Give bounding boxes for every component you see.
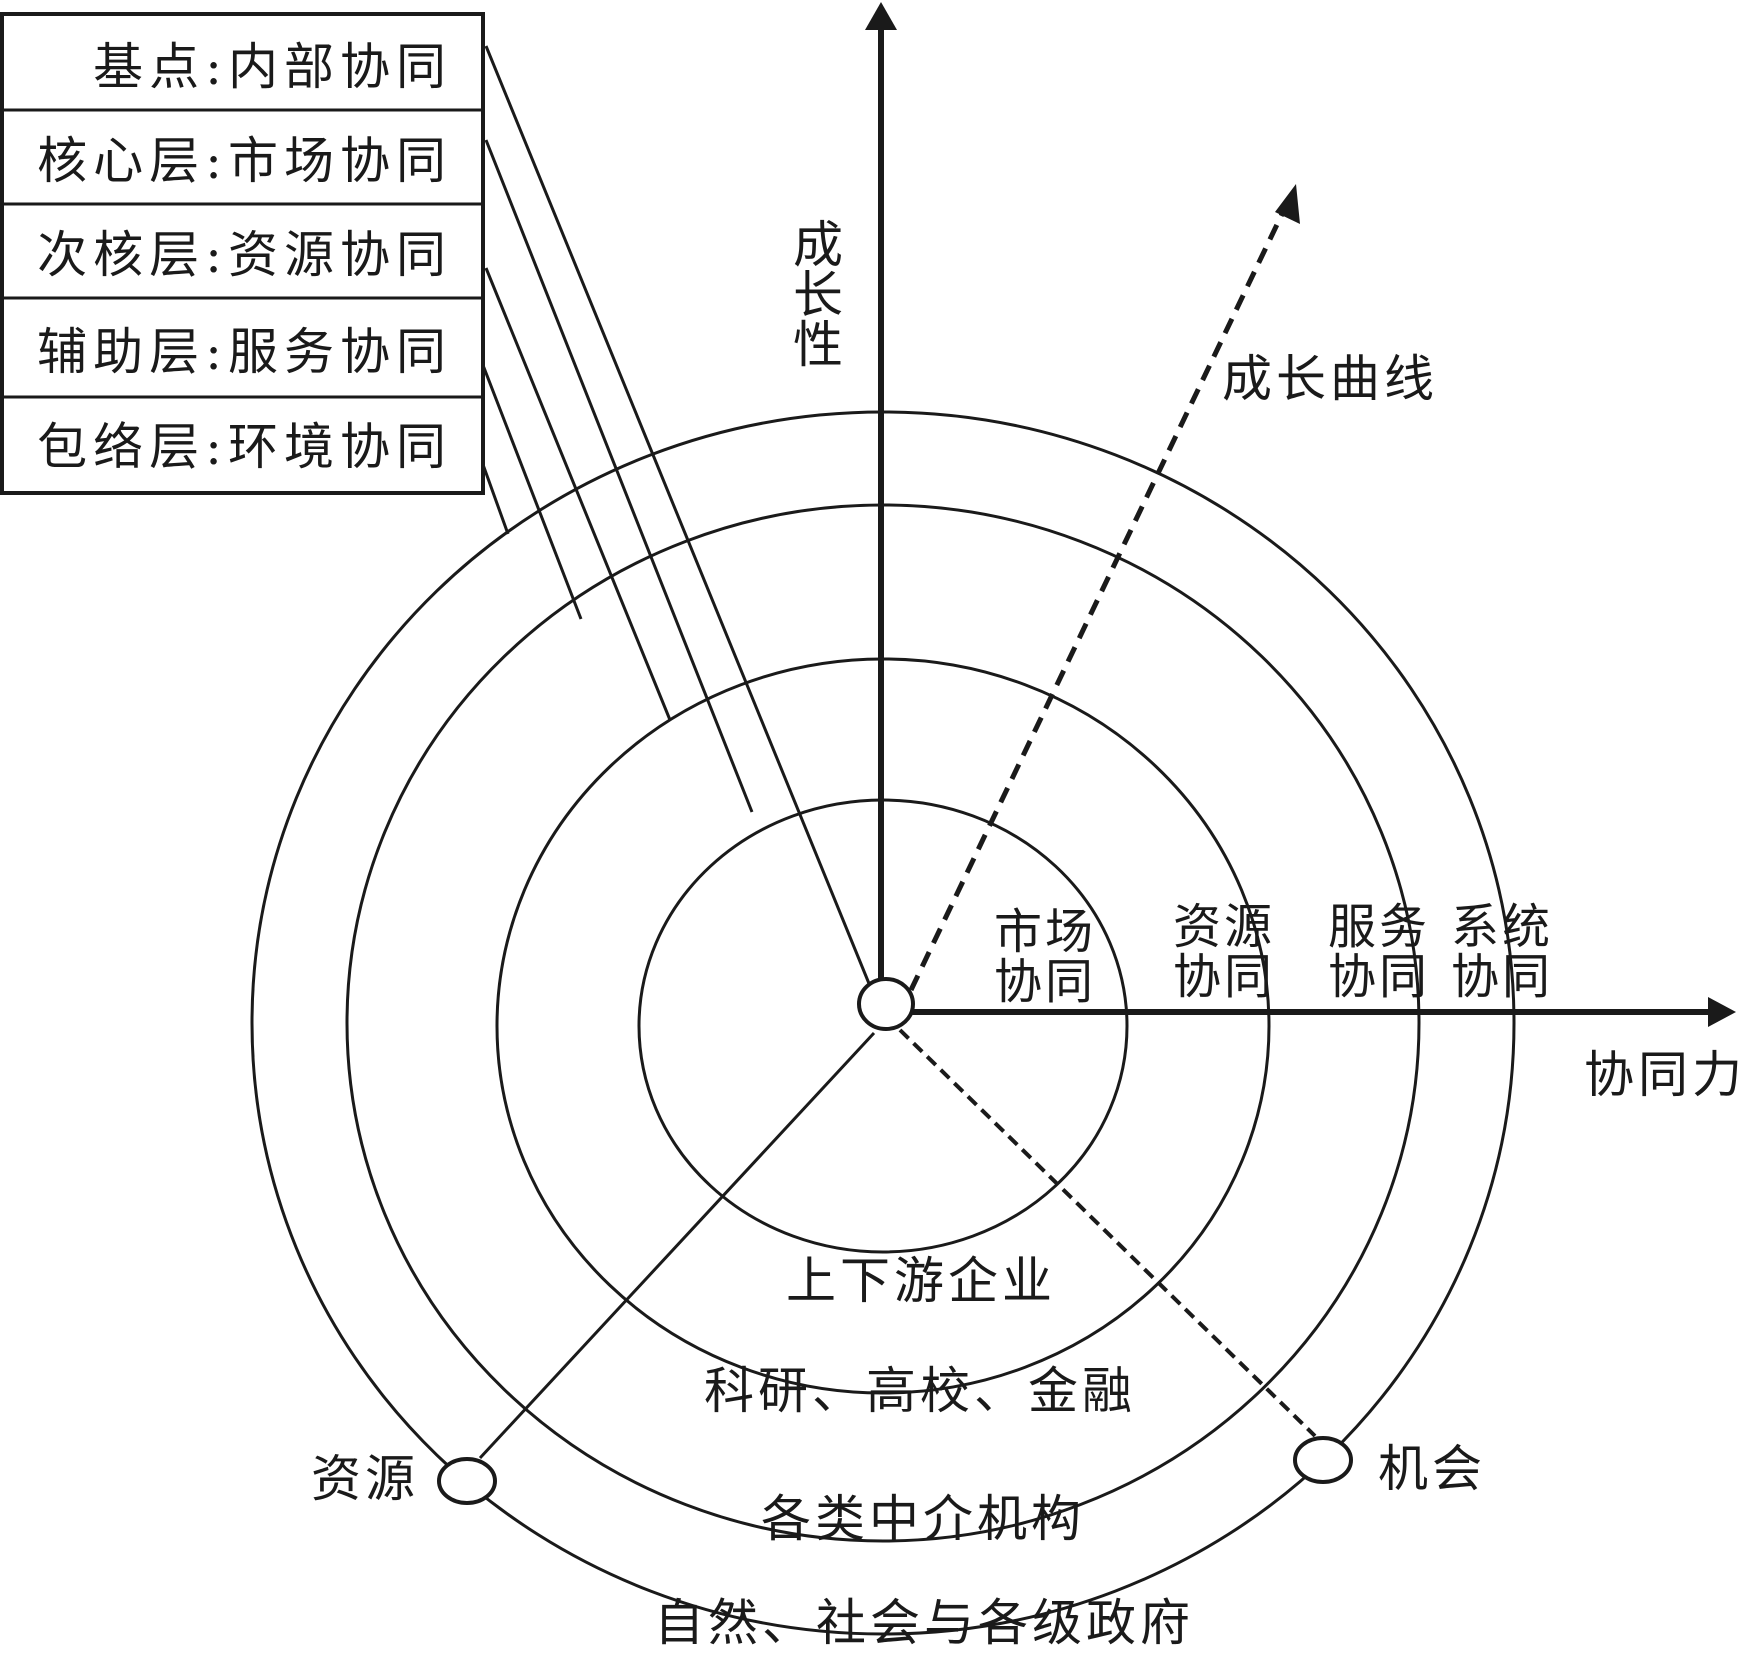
legend-row-auxiliary: 辅助层:服务协同	[37, 323, 452, 381]
market-synergy-label: 市场	[994, 904, 1096, 960]
resource-node-label: 资源	[311, 1450, 419, 1508]
ring-label-intermediaries: 各类中介机构	[761, 1490, 1085, 1548]
resource-synergy-label: 协同	[1173, 949, 1275, 1005]
vertical-axis-arrowhead	[865, 2, 897, 30]
resource-synergy-label: 资源	[1173, 899, 1275, 955]
growth-curve	[908, 184, 1300, 992]
service-synergy-label: 协同	[1328, 949, 1430, 1005]
legend-row-base: 基点:内部协同	[93, 38, 452, 96]
ring-labels: 上下游企业 科研、高校、金融 各类中介机构 自然、社会与各级政府	[654, 1252, 1194, 1652]
leader-line-auxiliary	[479, 359, 583, 620]
opportunity-line	[898, 1028, 1317, 1438]
leader-lines	[479, 45, 872, 987]
vertical-axis-label-char: 长	[793, 266, 847, 324]
ring-label-upstream-downstream: 上下游企业	[786, 1252, 1056, 1310]
vertical-axis-label-char: 成	[793, 216, 847, 274]
ring-label-nature-society-government: 自然、社会与各级政府	[654, 1594, 1194, 1652]
legend-box-frame	[0, 12, 485, 495]
leader-line-base	[484, 45, 872, 987]
vertical-axis-label-char: 性	[793, 316, 847, 374]
market-synergy-label: 协同	[994, 954, 1096, 1010]
vertical-axis-label: 成 长 性	[793, 216, 847, 374]
leader-line-secondary	[484, 267, 672, 721]
leader-line-envelope	[479, 458, 510, 535]
legend-box: 基点:内部协同 核心层:市场协同 次核层:资源协同 辅助层:服务协同 包络层:环…	[0, 12, 485, 495]
growth-curve-arrowhead	[1275, 184, 1300, 224]
axis-synergy-labels: 市场 协同 资源 协同 服务 协同 系统 协同	[994, 899, 1553, 1010]
legend-row-core: 核心层:市场协同	[37, 132, 452, 190]
ring-label-research-finance: 科研、高校、金融	[704, 1362, 1136, 1420]
center-node	[857, 977, 915, 1031]
system-synergy-label: 协同	[1451, 949, 1553, 1005]
vertical-axis	[865, 2, 897, 995]
growth-curve-line	[908, 210, 1286, 992]
horizontal-axis-arrowhead	[1708, 997, 1736, 1027]
horizontal-axis	[912, 997, 1736, 1027]
legend-row-envelope: 包络层:环境协同	[37, 418, 452, 476]
opportunity-node	[1293, 1436, 1353, 1484]
legend-row-secondary-core: 次核层:资源协同	[37, 226, 452, 284]
resource-line	[478, 1031, 876, 1460]
growth-curve-label: 成长曲线	[1222, 350, 1438, 408]
leader-line-core	[484, 139, 754, 813]
opportunity-node-label: 机会	[1378, 1440, 1486, 1498]
resource-node	[437, 1457, 497, 1505]
system-synergy-label: 系统	[1451, 899, 1553, 955]
service-synergy-label: 服务	[1328, 899, 1430, 955]
horizontal-axis-label: 协同力	[1584, 1046, 1744, 1104]
